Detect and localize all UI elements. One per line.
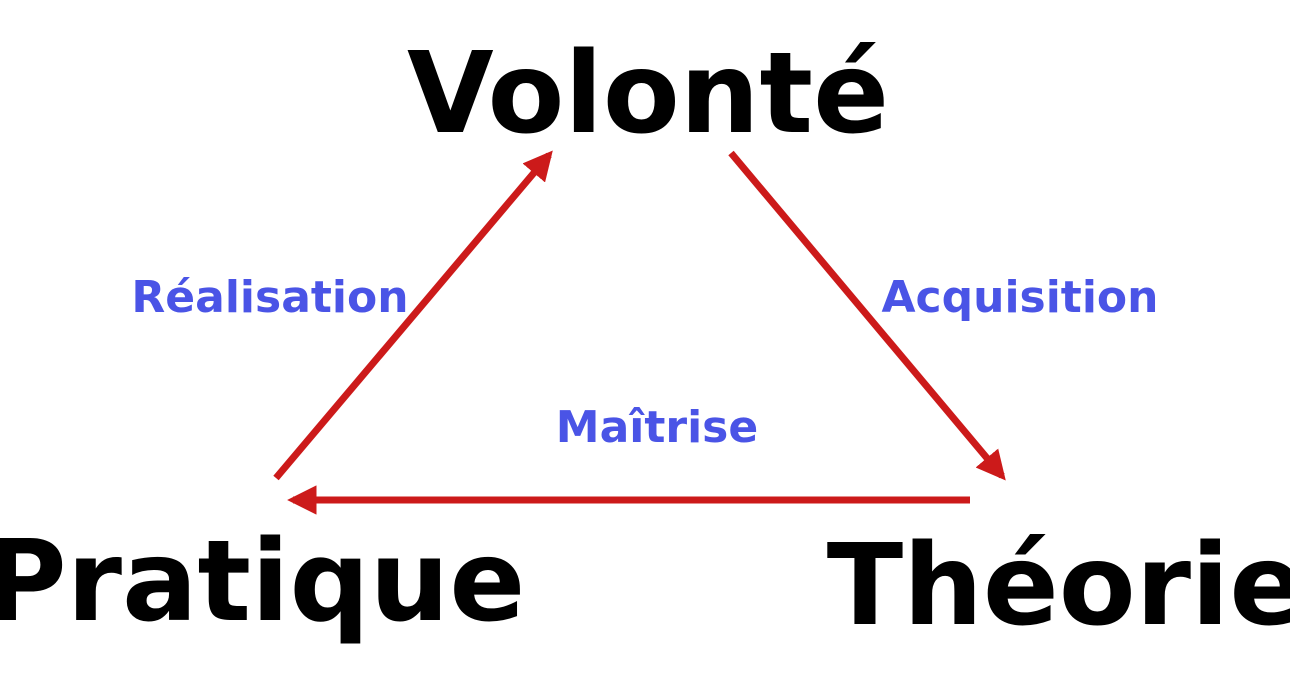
arrow-pratique-to-volonte — [273, 150, 553, 481]
node-label-volonte: Volonté — [407, 29, 889, 159]
edge-label-maitrise: Maîtrise — [556, 402, 758, 453]
edge-label-realisation: Réalisation — [131, 272, 408, 323]
edge-label-acquisition: Acquisition — [882, 272, 1159, 323]
node-label-theorie: Théorie — [827, 521, 1290, 651]
arrow-volonte-to-theorie — [728, 150, 1006, 481]
node-label-pratique: Pratique — [0, 517, 525, 647]
